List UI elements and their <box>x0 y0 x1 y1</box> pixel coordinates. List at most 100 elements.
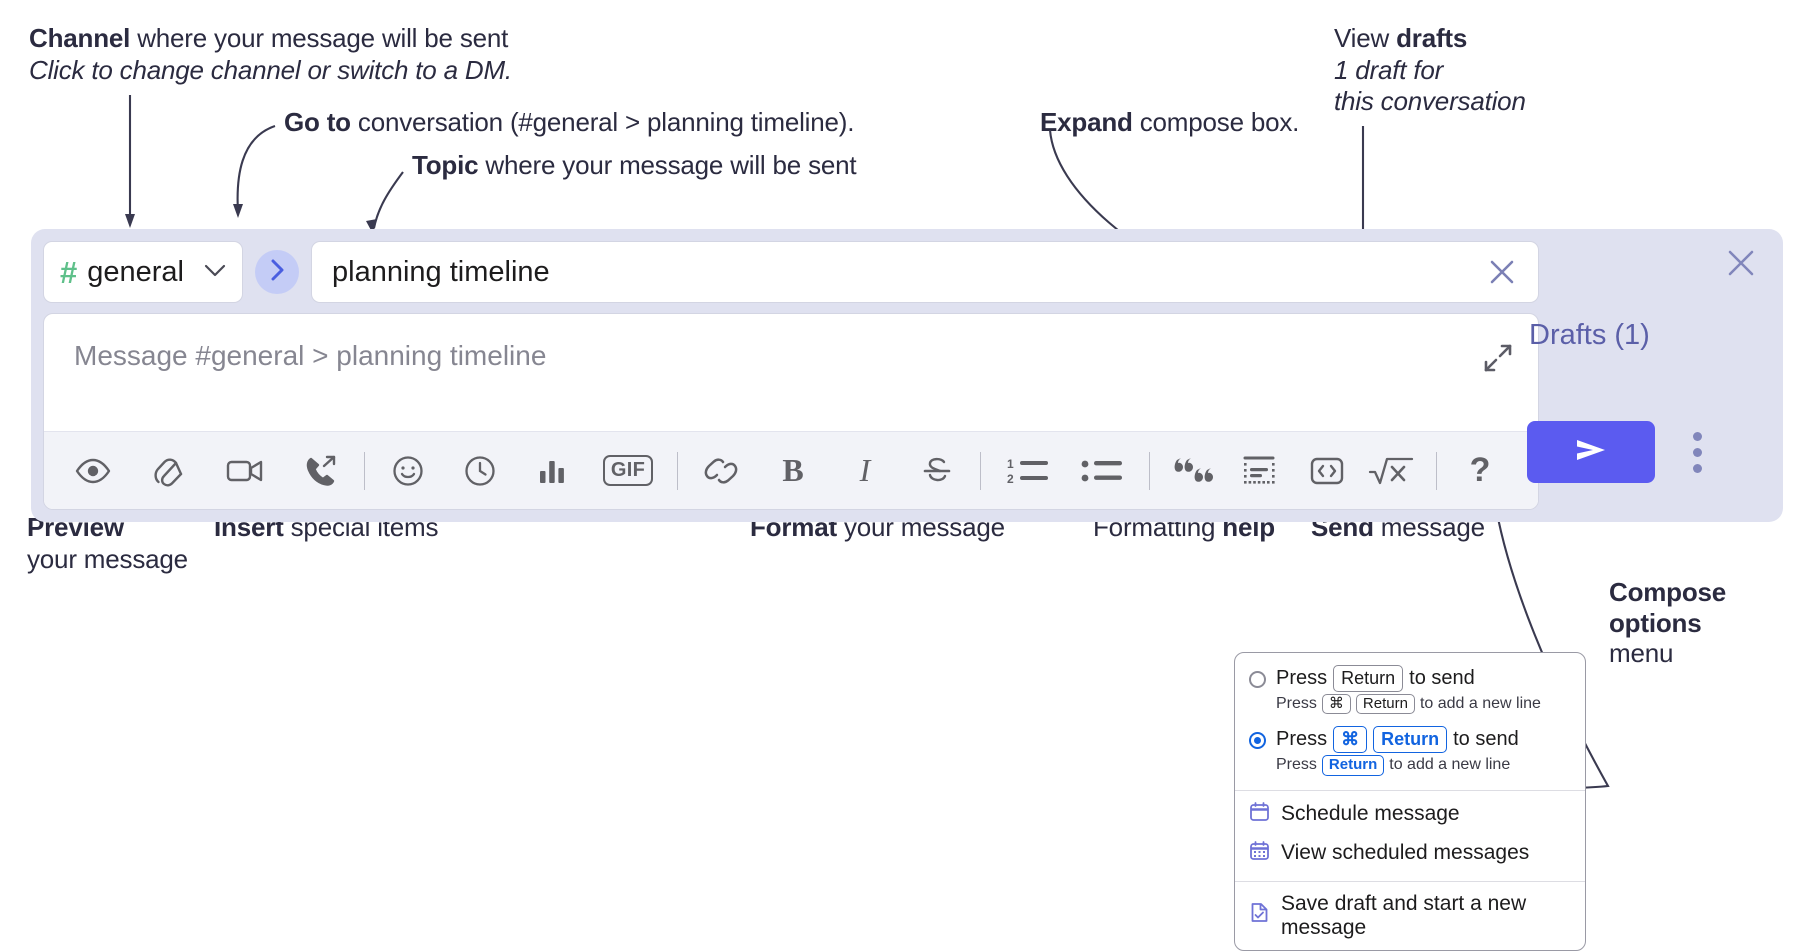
send-button[interactable] <box>1527 421 1655 483</box>
compose-right-rail: Drafts (1) <box>1519 241 1769 510</box>
schedule-message-label: Schedule message <box>1281 802 1460 825</box>
channel-selector[interactable]: # general <box>43 241 243 303</box>
link-button[interactable] <box>694 444 748 498</box>
annotation-channel-italic: Click to change channel or switch to a D… <box>29 54 512 85</box>
italic-button[interactable]: I <box>838 444 892 498</box>
close-compose-icon[interactable] <box>1719 241 1763 285</box>
compose-main-column: # general planning timeline Message #gen… <box>43 241 1539 510</box>
opt-post: to send <box>1453 728 1519 750</box>
channel-name-label: general <box>87 255 184 288</box>
annotation-drafts-italic-1: 1 draft for <box>1334 54 1444 85</box>
drafts-link[interactable]: Drafts (1) <box>1529 319 1650 351</box>
annotation-goto: Go to conversation (#general > planning … <box>284 107 854 139</box>
blockquote-button[interactable] <box>1166 444 1222 498</box>
poll-button[interactable] <box>525 444 579 498</box>
compose-options-button[interactable] <box>1677 423 1717 481</box>
menu-divider <box>1235 880 1585 882</box>
schedule-button[interactable] <box>453 444 507 498</box>
sub-post: to add a new line <box>1419 694 1541 712</box>
opt-pre: Press <box>1276 728 1328 750</box>
save-draft-label: Save draft and start a new message <box>1281 891 1527 939</box>
bold-label: B <box>782 452 804 488</box>
key-command: ⌘ <box>1333 726 1368 753</box>
annotation-topic-rest: where your message will be sent <box>478 150 857 180</box>
svg-text:2: 2 <box>1007 472 1014 486</box>
italic-label: I <box>859 452 871 488</box>
hash-icon: # <box>60 254 78 290</box>
help-button[interactable]: ? <box>1453 444 1507 498</box>
gif-label: GIF <box>602 455 654 486</box>
chevron-down-icon <box>204 263 226 282</box>
annotation-channel-bold: Channel <box>29 23 131 53</box>
message-input[interactable]: Message #general > planning timeline <box>74 340 547 371</box>
compose-widget: # general planning timeline Message #gen… <box>31 229 1783 522</box>
save-draft-item[interactable]: Save draft and start a new message <box>1235 886 1585 946</box>
emoji-button[interactable] <box>381 444 435 498</box>
view-scheduled-messages-label: View scheduled messages <box>1281 841 1530 864</box>
chevron-right-icon <box>269 259 285 286</box>
toolbar-divider <box>980 451 981 490</box>
key-return: Return <box>1321 754 1385 776</box>
bulleted-list-button[interactable] <box>1071 444 1133 498</box>
formatting-toolbar: GIF B I <box>44 431 1538 509</box>
topic-field[interactable]: planning timeline <box>311 241 1539 303</box>
radio-cmd-return-to-send[interactable] <box>1249 732 1266 750</box>
inline-code-button[interactable] <box>1300 444 1354 498</box>
calendar-grid-icon <box>1249 840 1270 867</box>
toolbar-divider <box>1149 451 1150 490</box>
send-option-return-label: Press Return to send <box>1276 665 1475 692</box>
key-return: Return <box>1333 665 1404 692</box>
toolbar-divider <box>677 451 678 490</box>
view-scheduled-messages-item[interactable]: View scheduled messages <box>1235 834 1585 873</box>
sub-post: to add a new line <box>1389 756 1511 774</box>
ordered-list-button[interactable]: 1 2 <box>997 444 1059 498</box>
expand-compose-icon[interactable] <box>1478 338 1518 378</box>
sub-pre: Press <box>1276 694 1317 712</box>
topic-input[interactable]: planning timeline <box>332 255 550 288</box>
toolbar-divider <box>364 451 365 490</box>
kebab-dot <box>1692 431 1702 441</box>
menu-divider <box>1235 789 1585 791</box>
compose-options-menu: Press Return to send Press ⌘ Return to a… <box>1234 652 1586 951</box>
key-command: ⌘ <box>1321 693 1351 715</box>
key-return: Return <box>1355 693 1415 715</box>
strikethrough-button[interactable] <box>910 444 964 498</box>
math-button[interactable] <box>1362 444 1420 498</box>
document-check-icon <box>1249 902 1270 929</box>
send-option-return[interactable]: Press Return to send <box>1235 659 1585 692</box>
annotation-compose-options: Compose options menu <box>1609 577 1726 669</box>
annotation-expand-bold: Expand <box>1040 107 1133 137</box>
annotation-compose-options-bold-1: Compose <box>1609 577 1727 607</box>
code-block-button[interactable] <box>1232 444 1286 498</box>
call-button[interactable] <box>294 444 348 498</box>
annotation-goto-rest: conversation (#general > planning timeli… <box>350 107 855 137</box>
video-button[interactable] <box>218 444 272 498</box>
compose-header-row: # general planning timeline <box>43 241 1539 303</box>
preview-button[interactable] <box>66 444 120 498</box>
opt-post: to send <box>1409 666 1475 689</box>
opt-pre: Press <box>1276 666 1328 689</box>
radio-return-to-send[interactable] <box>1249 671 1266 688</box>
annotation-drafts-prefix: View <box>1334 23 1397 53</box>
annotation-expand-rest: compose box. <box>1132 107 1300 137</box>
kebab-dot <box>1692 463 1702 473</box>
goto-conversation-button[interactable] <box>255 250 299 294</box>
attach-button[interactable] <box>142 444 196 498</box>
send-option-cmd-return[interactable]: Press ⌘ Return to send <box>1235 720 1585 753</box>
annotation-compose-options-rest: menu <box>1609 638 1674 669</box>
annotation-topic: Topic where your message will be sent <box>412 150 857 182</box>
bold-button[interactable]: B <box>766 444 820 498</box>
clear-topic-icon[interactable] <box>1480 250 1524 294</box>
annotation-channel-rest: where your message will be sent <box>130 23 509 53</box>
schedule-message-item[interactable]: Schedule message <box>1235 795 1585 834</box>
annotation-channel: Channel where your message will be sent … <box>29 23 512 86</box>
calendar-icon <box>1249 801 1270 828</box>
key-return: Return <box>1373 726 1448 753</box>
paper-plane-icon <box>1571 435 1611 470</box>
svg-text:1: 1 <box>1007 457 1014 471</box>
annotation-compose-options-bold-2: options <box>1609 607 1702 638</box>
gif-button[interactable]: GIF <box>595 444 661 498</box>
send-option-cmd-return-label: Press ⌘ Return to send <box>1276 726 1519 753</box>
send-option-return-sub: Press ⌘ Return to add a new line <box>1235 692 1585 721</box>
annotation-topic-bold: Topic <box>412 150 479 180</box>
